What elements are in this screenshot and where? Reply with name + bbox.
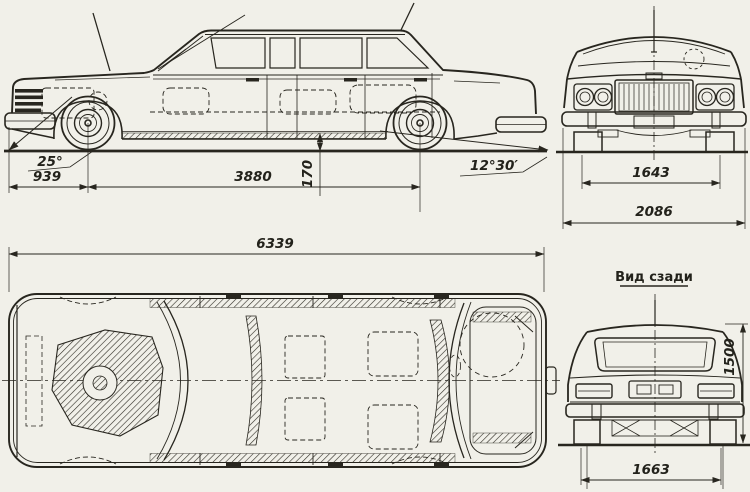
- rocker-sill-hatch: [121, 132, 387, 139]
- rear-dimensions: 1500 1663: [580, 323, 748, 489]
- plan-car-body: [8, 293, 557, 468]
- plan-sill-hatch-top: [149, 298, 456, 308]
- plan-trunk: [449, 306, 537, 455]
- front-headlight-right: [695, 83, 735, 111]
- dim-ground-clearance: 170: [300, 133, 324, 196]
- rear-license-plate: [628, 380, 682, 399]
- front-headlight-left: [573, 83, 613, 111]
- side-windows: [210, 37, 430, 69]
- dim-wheelbase: 3880: [87, 169, 421, 191]
- dim-approach-angle: 25°: [8, 96, 94, 172]
- plan-sill-hatch-bottom: [149, 453, 456, 463]
- dim-departure-angle: 12°30′: [379, 130, 549, 177]
- overall-width-label: 2086: [635, 204, 673, 220]
- front-bumper: [561, 111, 747, 129]
- rear-tail-lights: [575, 383, 735, 399]
- approach-angle-label: 25°: [37, 154, 63, 170]
- side-interior-dashed: [41, 84, 440, 119]
- rear-view: Вид сзади: [558, 270, 750, 489]
- plan-front-seatback: [245, 315, 263, 446]
- front-badge: [645, 72, 663, 80]
- top-view: [2, 293, 560, 468]
- dim-overall-width: 2086: [562, 204, 746, 227]
- side-car-body: [4, 2, 547, 151]
- wheelbase-label: 3880: [234, 169, 272, 185]
- front-view: 1643 2086: [556, 6, 748, 229]
- dim-rear-track: 1663: [580, 448, 722, 485]
- front-dimensions: 1643 2086: [562, 128, 746, 229]
- plan-jump-seats: [284, 335, 326, 441]
- fender-antenna: [92, 12, 111, 72]
- plan-rear-bench: [367, 331, 419, 450]
- rear-track-label: 1663: [632, 462, 670, 478]
- front-overhang-label: 939: [33, 169, 61, 185]
- dim-front-track: 1643: [581, 165, 721, 187]
- overall-length-label: 6339: [256, 236, 294, 252]
- rear-view-title: Вид сзади: [615, 270, 693, 285]
- side-grille-bars: [15, 89, 43, 113]
- ground-clearance-label: 170: [300, 160, 316, 188]
- front-wheel-right: [705, 131, 735, 153]
- plan-wheel-arcs: [59, 296, 449, 465]
- cowl-antenna: [157, 14, 246, 70]
- rear-wheel-left: [573, 419, 601, 445]
- side-dimensions: 939 3880 170 25° 12°30′: [8, 96, 549, 212]
- front-mirror-dashed: [683, 48, 705, 70]
- plan-door-handles: [226, 294, 449, 467]
- spare-wheel-dashed: [459, 312, 525, 378]
- front-antenna: [651, 10, 657, 53]
- departure-angle-label: 12°30′: [470, 158, 518, 174]
- rear-window: [594, 337, 716, 372]
- overall-height-label: 1500: [722, 338, 738, 376]
- rear-underbody: [582, 419, 728, 437]
- door-handles: [246, 78, 427, 82]
- rear-wheel-right: [709, 419, 737, 445]
- dim-overall-length: 6339: [8, 236, 545, 292]
- front-wheel-left: [573, 131, 603, 153]
- plan-engine: [25, 329, 164, 437]
- side-view: 939 3880 170 25° 12°30′: [4, 2, 549, 212]
- plan-rear-bumper-guard: [545, 366, 557, 395]
- roof-antenna: [400, 2, 415, 31]
- dim-front-overhang: 939: [8, 169, 89, 191]
- front-license-plate: [633, 115, 675, 129]
- plan-rear-seatback: [429, 319, 450, 443]
- front-car-body: [561, 10, 747, 153]
- front-track-label: 1643: [632, 165, 670, 181]
- front-grille: [614, 72, 694, 115]
